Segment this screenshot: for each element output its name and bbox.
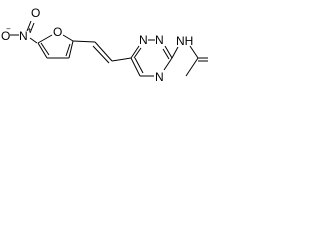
furan-bond-o1-c2: [62, 34, 74, 42]
atom-label-furan-o: O: [53, 25, 62, 39]
acetamide-group: [171, 45, 208, 77]
atom-label-triazine-n1: N: [139, 33, 148, 47]
bond-vinyl-triazine: [111, 57, 132, 62]
triazine-bond-n2-c3-inner: [162, 48, 170, 60]
furan-bond-c2-c3-inner: [65, 43, 71, 57]
furan-bond-c5-o1: [37, 34, 53, 44]
atom-label-triazine-n4: N: [155, 70, 164, 84]
triazine-bond-c3-n4: [163, 57, 173, 71]
chemical-structure: O − N + O O N N N NH O: [1, 6, 208, 84]
bond-furan-vinyl: [72, 40, 96, 43]
triazine-bond-c5-c6-inner: [134, 57, 144, 74]
atom-label-nitro-n: N: [19, 29, 28, 43]
furan-bond-c4-c5-inner: [40, 42, 50, 56]
atom-label-nitro-o-minus: O: [1, 29, 10, 43]
bond-vinyl-double: [94, 41, 113, 62]
triazine-bond-c6-n1-inner: [133, 47, 142, 59]
vinyl-bridge: [72, 40, 132, 64]
atom-label-nitro-o-double: O: [31, 6, 40, 20]
charge-minus-sign: −: [6, 25, 11, 34]
triazine-bond-n2-c3: [164, 45, 173, 59]
bond-nitro-o-double-a: [26, 20, 32, 32]
bond-triazine-nh: [171, 46, 179, 59]
atom-label-amide-nh: NH: [176, 34, 193, 48]
triazine-bond-c6-n1: [130, 45, 140, 59]
bond-nitro-o-double-b: [29, 22, 35, 34]
triazine-bond-c5-c6: [130, 57, 141, 77]
bond-nitro-furan: [29, 37, 38, 44]
atom-label-triazine-n2: N: [155, 33, 164, 47]
triazine-ring: [130, 39, 173, 77]
nitro-group: [10, 20, 38, 44]
bond-carbonyl-methyl: [185, 57, 199, 77]
furan-ring: [37, 34, 74, 59]
bond-vinyl-double-inner: [92, 45, 110, 64]
furan-bond-c4-c5: [37, 42, 48, 59]
bond-nh-carbonyl: [189, 45, 199, 59]
charge-plus-sign: +: [27, 26, 32, 35]
furan-bond-c2-c3: [68, 40, 74, 59]
